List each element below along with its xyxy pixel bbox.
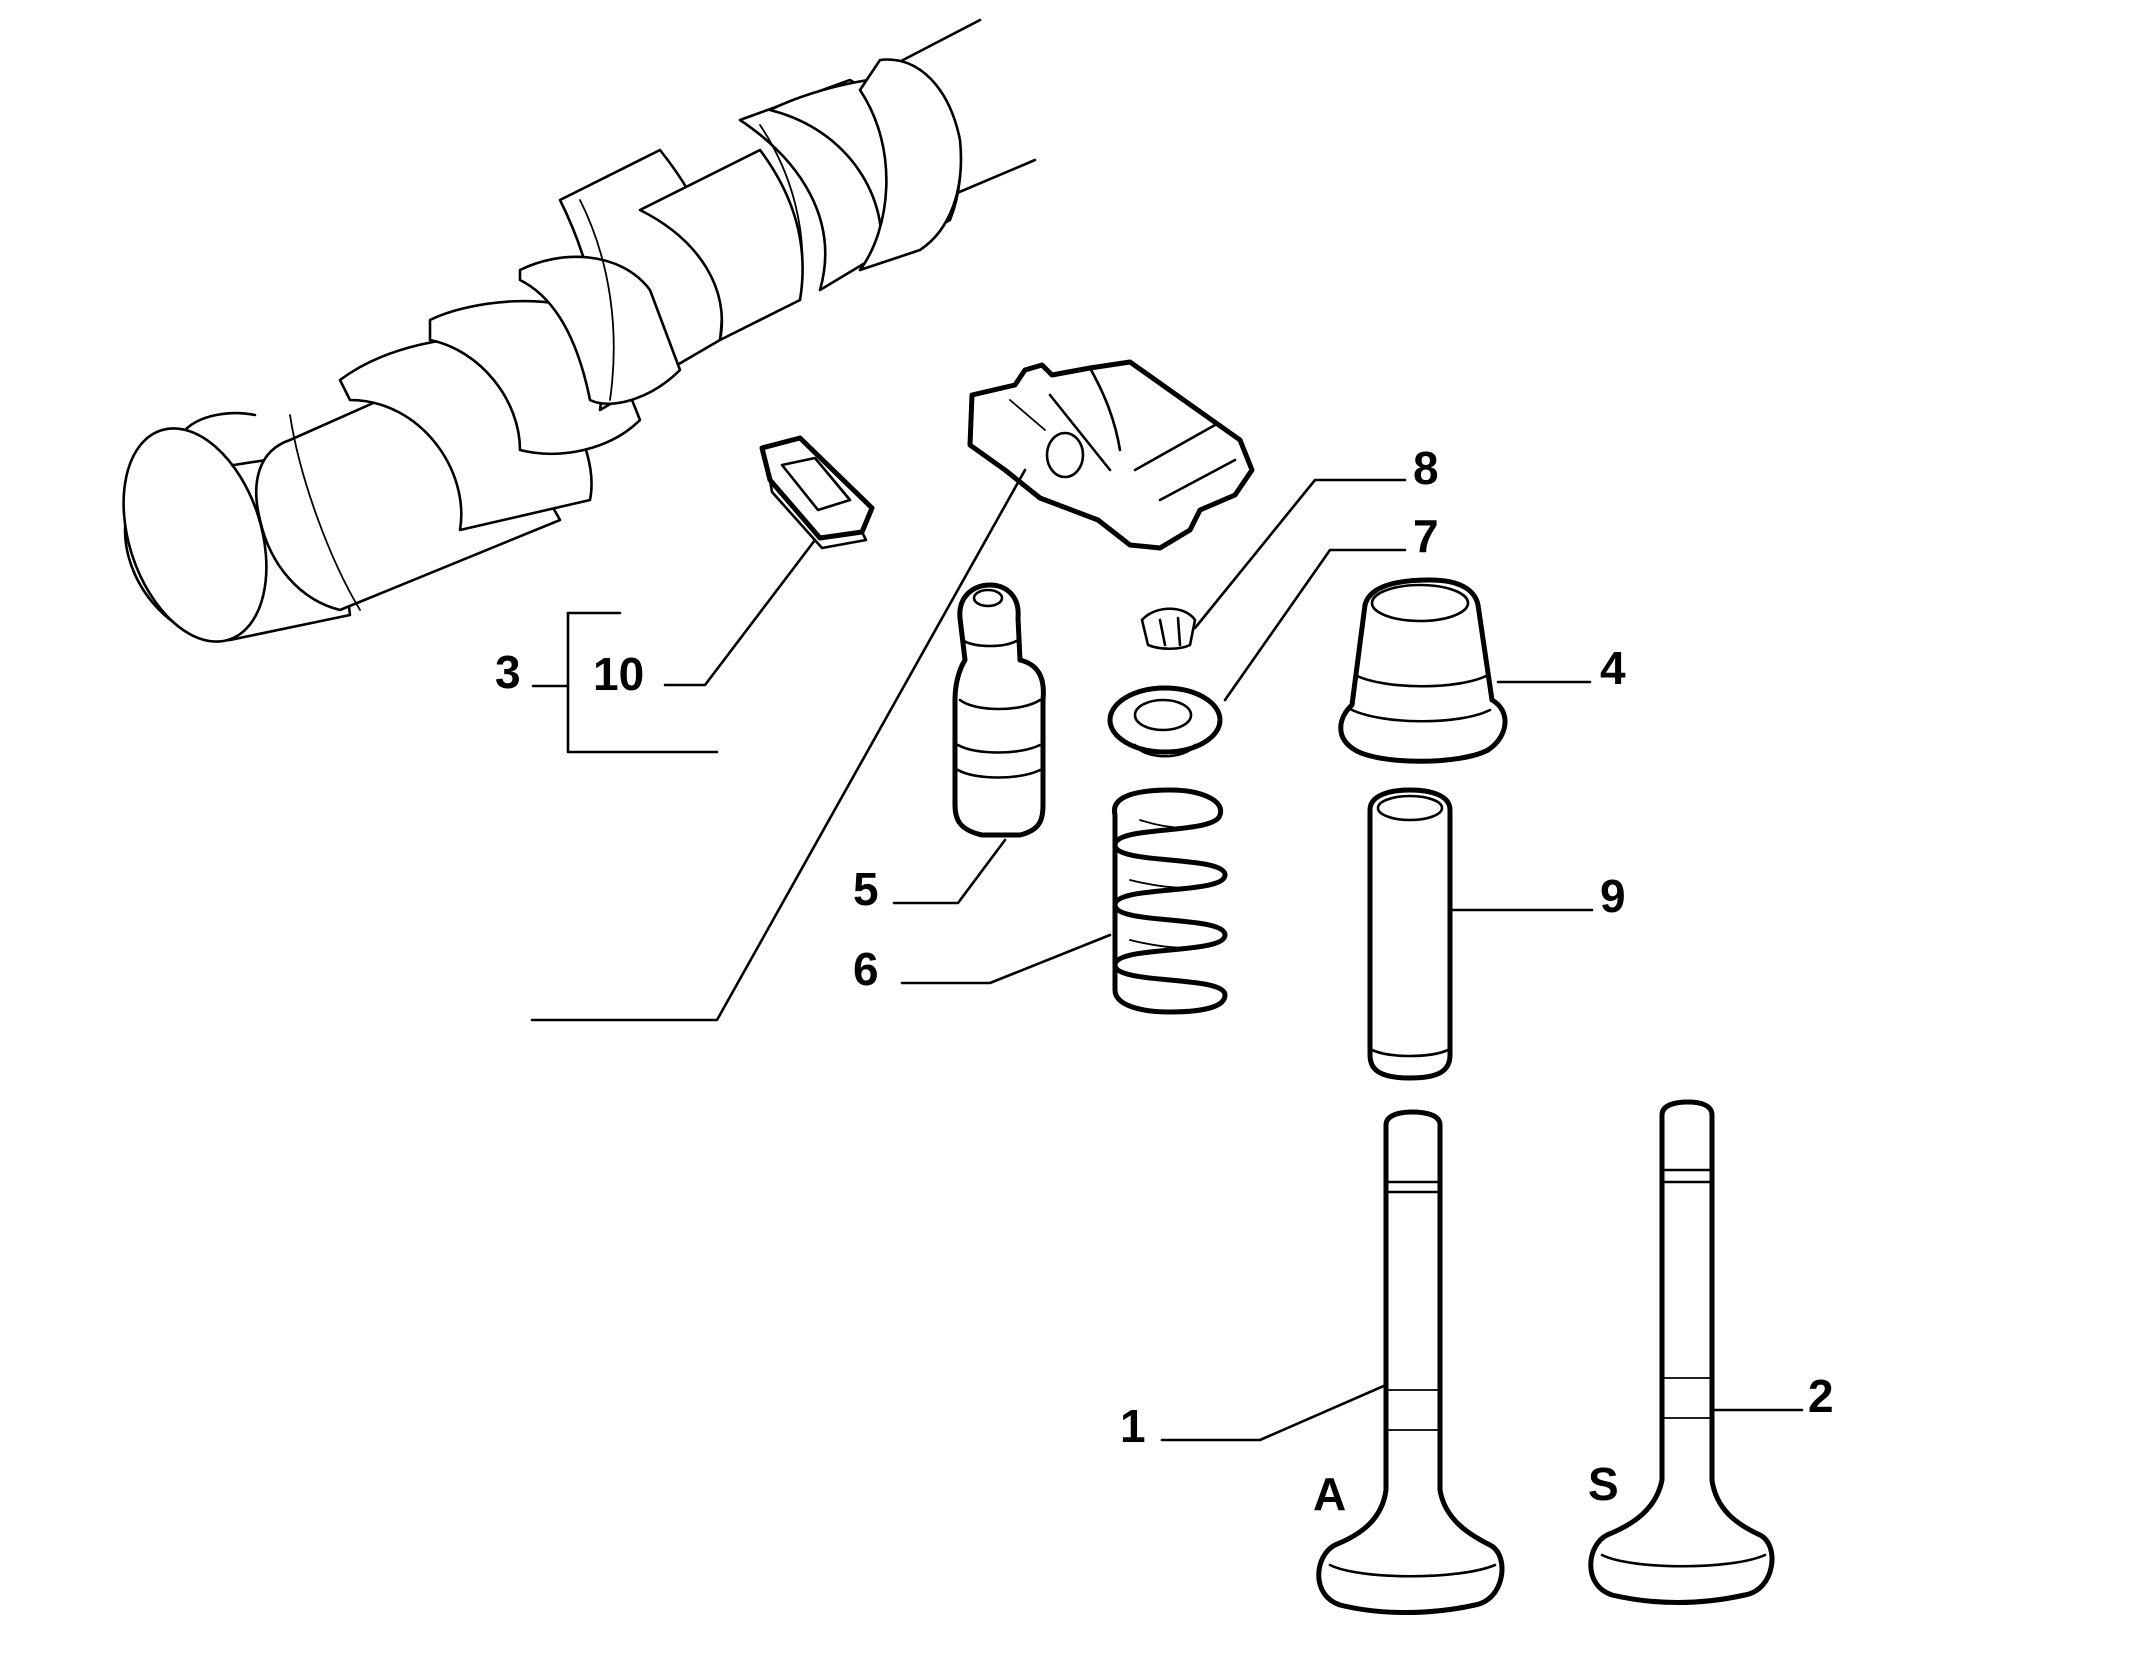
part-3-rocker-arm: [967, 359, 1255, 551]
label-6: 6: [853, 943, 879, 995]
part-4-valve-stem-seal: [1338, 577, 1508, 764]
label-10: 10: [593, 648, 644, 700]
label-3: 3: [495, 646, 521, 698]
leader-lines: [530, 468, 1804, 1442]
part-7-spring-retainer: [1107, 685, 1223, 758]
label-2: 2: [1808, 1370, 1834, 1422]
label-8: 8: [1413, 442, 1439, 494]
part-2-exhaust-valve: [1588, 1099, 1775, 1605]
label-4: 4: [1600, 642, 1626, 694]
part-8-valve-cotter: [1140, 607, 1197, 651]
label-7: 7: [1413, 510, 1439, 562]
part-5-hydraulic-tappet: [952, 582, 1046, 838]
camshaft: [122, 18, 1037, 643]
part-labels: 3 10 8 7 4 5 9 6 1 2 A S: [495, 442, 1834, 1520]
part-6-valve-spring: [1112, 787, 1228, 1015]
label-1: 1: [1120, 1400, 1146, 1452]
part-1-intake-valve: [1316, 1109, 1505, 1615]
part-10-clip: [759, 435, 875, 550]
label-exhaust-S: S: [1588, 1458, 1619, 1510]
label-intake-A: A: [1313, 1468, 1346, 1520]
label-9: 9: [1600, 870, 1626, 922]
part-9-valve-guide: [1367, 787, 1453, 1081]
label-5: 5: [853, 863, 879, 915]
